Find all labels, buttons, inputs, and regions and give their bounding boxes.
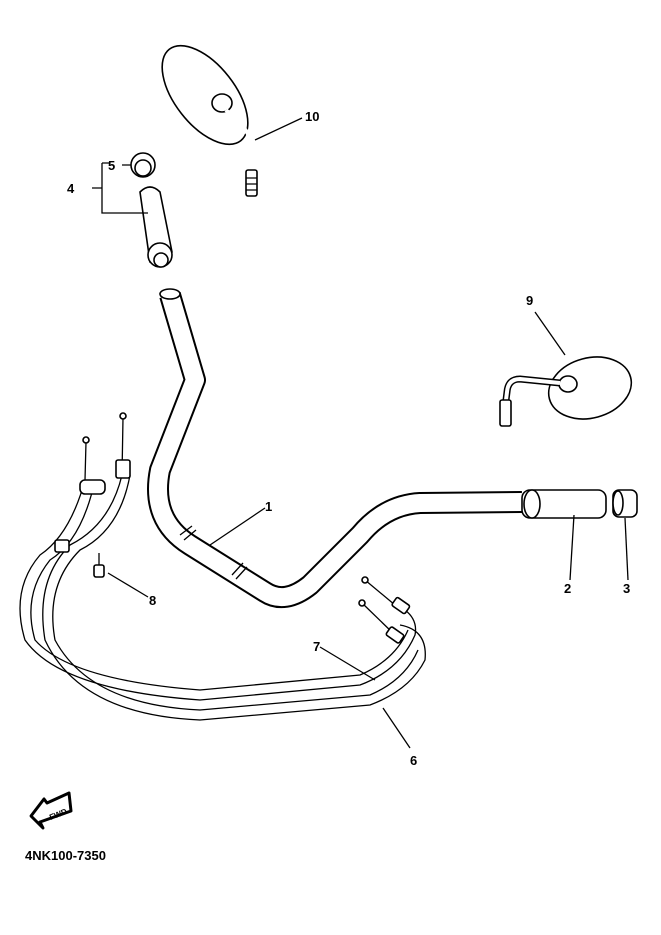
label-1: 1 — [265, 499, 272, 514]
label-4: 4 — [67, 181, 75, 196]
label-9: 9 — [526, 293, 533, 308]
label-3: 3 — [623, 581, 630, 596]
forward-direction-arrow-icon: FWD — [29, 791, 73, 830]
label-2: 2 — [564, 581, 571, 596]
grip-end-collar — [612, 489, 638, 518]
label-10: 10 — [305, 109, 319, 124]
left-mirror — [161, 44, 258, 197]
right-mirror — [499, 356, 633, 427]
grip-assembly — [139, 186, 173, 268]
label-6: 6 — [410, 753, 417, 768]
screw — [93, 553, 105, 578]
grip-end-cap — [130, 152, 156, 178]
label-5: 5 — [108, 158, 115, 173]
handlebar — [147, 288, 523, 609]
grip — [521, 489, 607, 519]
throttle-cables — [19, 412, 426, 721]
label-8: 8 — [149, 593, 156, 608]
label-7: 7 — [313, 639, 320, 654]
figure-code: 4NK100-7350 — [25, 848, 106, 863]
